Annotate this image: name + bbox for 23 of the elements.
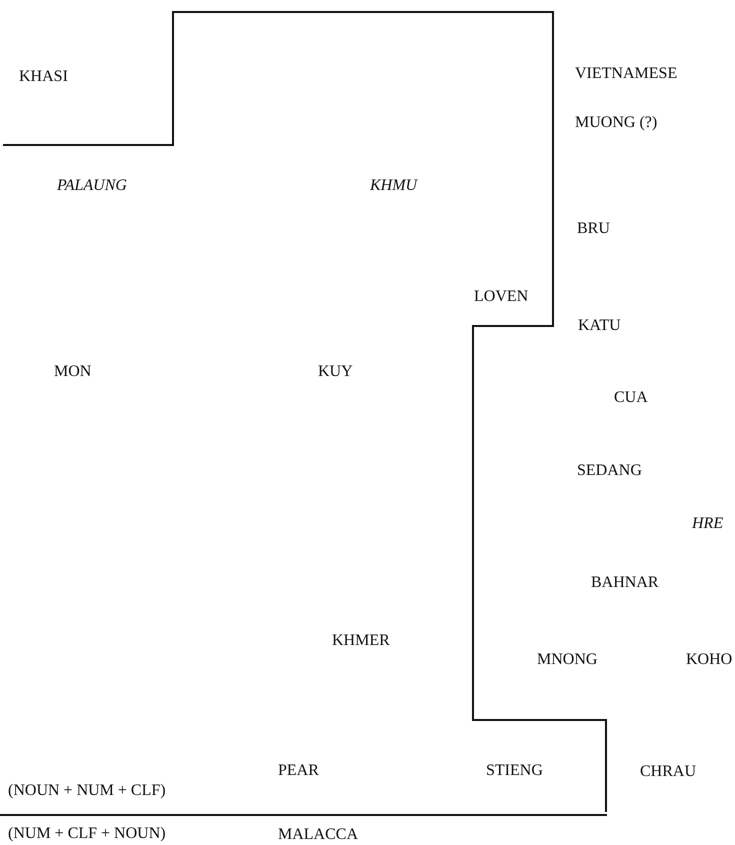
language-name: CHRAU xyxy=(640,763,696,781)
language-name: MALACCA xyxy=(278,826,358,844)
language-name: MUONG (?) xyxy=(575,114,658,132)
language-name: MON xyxy=(54,363,92,381)
language-name: BRU xyxy=(577,220,610,238)
language-name: KHMER xyxy=(332,632,390,650)
language-name: KOHO xyxy=(686,651,732,669)
language-name: LOVEN xyxy=(474,288,528,306)
language-name: PEAR xyxy=(278,762,319,780)
word-order-label: (NUM + CLF + NOUN) xyxy=(8,825,166,843)
language-name: SEDANG xyxy=(577,462,642,480)
language-name: HRE xyxy=(692,515,724,533)
language-name: KHMU xyxy=(370,177,418,195)
language-name: KHASI xyxy=(19,68,68,86)
language-name: KUY xyxy=(318,363,353,381)
language-name: STIENG xyxy=(486,762,543,780)
language-name: PALAUNG xyxy=(57,177,127,195)
word-order-label: (NOUN + NUM + CLF) xyxy=(8,782,166,800)
language-name: MNONG xyxy=(537,651,598,669)
language-name: KATU xyxy=(578,317,621,335)
language-name: VIETNAMESE xyxy=(575,65,678,83)
language-name: BAHNAR xyxy=(591,574,659,592)
language-name: CUA xyxy=(614,389,648,407)
